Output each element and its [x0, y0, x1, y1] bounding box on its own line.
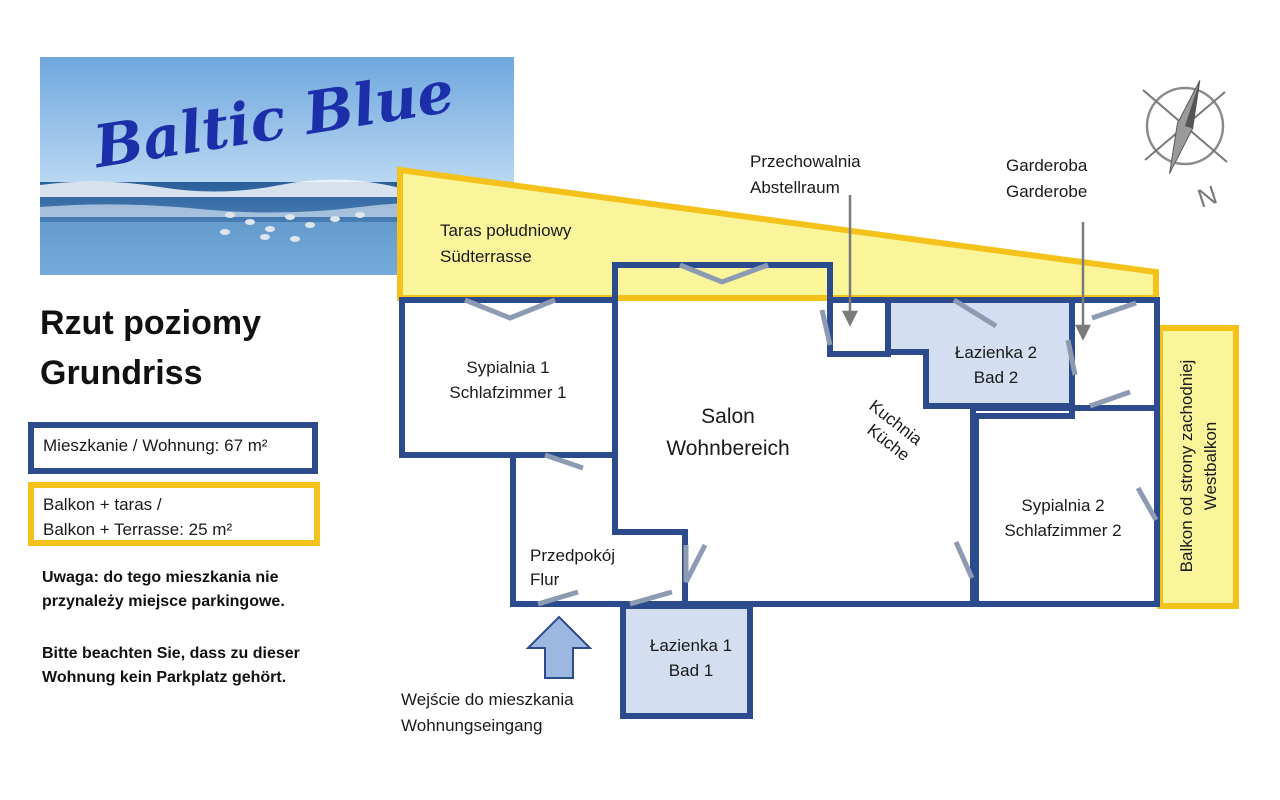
door-bathroom-2: [952, 297, 998, 329]
door-wardrobe-2: [1091, 300, 1137, 321]
storage-pointer-head: [841, 310, 859, 327]
bathroom-1-label-de: Bad 1: [669, 661, 713, 680]
bathroom-1-label-pl: Łazienka 1: [650, 636, 732, 655]
hall-label-de: Flur: [530, 570, 560, 589]
west-balcony-label-pl: Balkon od strony zachodniej: [1177, 360, 1196, 573]
door-storage: [819, 309, 833, 346]
door-entrance: [537, 589, 579, 607]
storage-label-pl: Przechowalnia: [750, 152, 861, 171]
compass-icon: [1142, 80, 1228, 174]
legend-apartment: Mieszkanie / Wohnung: 67 m²: [28, 422, 318, 474]
door-hall: [544, 452, 584, 471]
terrace-label-de: Südterrasse: [440, 247, 532, 266]
bathroom-2-fill: [890, 300, 1072, 406]
entrance-label-de: Wohnungseingang: [401, 716, 542, 735]
plan-title-pl: Rzut poziomy: [40, 304, 261, 342]
parking-note-pl-line1: Uwaga: do tego mieszkania nie: [42, 569, 279, 586]
wall-outer: [612, 262, 1160, 607]
bedroom-1-label-pl: Sypialnia 1: [466, 358, 549, 377]
plan-title-de: Grundriss: [40, 354, 203, 392]
door-terrace-1: [679, 262, 769, 285]
bedroom-2-label-de: Schlafzimmer 2: [1004, 521, 1121, 540]
wardrobe-pointer-head: [1074, 324, 1092, 341]
door-wardrobe-3: [1089, 389, 1131, 409]
terrace-label-pl: Taras południowy: [440, 221, 572, 240]
parking-note-pl-line2: przynależy miejsce parkingowe.: [42, 593, 285, 610]
parking-note-de: Bitte beachten Sie, dass zu dieser Wohnu…: [42, 642, 300, 690]
wall-bathroom-2: [885, 300, 1075, 409]
bedroom-1-label-de: Schlafzimmer 1: [449, 383, 566, 402]
wardrobe-label-de: Garderobe: [1006, 182, 1087, 201]
west-balcony: [1157, 325, 1239, 609]
bathroom-2-label-de: Bad 2: [974, 368, 1018, 387]
wall-storage: [827, 300, 891, 357]
bedroom-2-label-pl: Sypialnia 2: [1021, 496, 1104, 515]
entrance-arrow-icon: [525, 615, 593, 679]
west-balcony-label-de: Westbalkon: [1201, 422, 1220, 511]
compass-north-label: N: [1194, 179, 1221, 213]
salon-label-pl: Salon: [701, 405, 755, 428]
door-bedroom-2: [953, 540, 975, 580]
entrance-label-pl: Wejście do mieszkania: [401, 690, 574, 709]
salon-label-de: Wohnbereich: [666, 437, 789, 460]
door-bedroom-2b: [1135, 486, 1159, 522]
hall-label-pl: Przedpokój: [530, 546, 615, 565]
wardrobe-label-pl: Garderoba: [1006, 156, 1088, 175]
storage-label-de: Abstellraum: [750, 178, 840, 197]
wall-bedroom-1: [399, 297, 618, 458]
bathroom-1-fill: [623, 606, 750, 716]
legend-balcony: Balkon + taras / Balkon + Terrasse: 25 m…: [28, 482, 320, 546]
parking-note-pl: Uwaga: do tego mieszkania nie przynależy…: [42, 566, 285, 614]
bathroom-2-label-pl: Łazienka 2: [955, 343, 1037, 362]
door-wardrobe-1: [1065, 339, 1078, 376]
parking-note-de-line2: Wohnung kein Parkplatz gehört.: [42, 669, 287, 686]
legend-apartment-text: Mieszkanie / Wohnung: 67 m²: [43, 436, 268, 455]
legend-balcony-line2: Balkon + Terrasse: 25 m²: [43, 520, 233, 539]
door-bathroom-1: [629, 589, 673, 607]
parking-note-de-line1: Bitte beachten Sie, dass zu dieser: [42, 645, 300, 662]
door-bedroom-1: [464, 297, 556, 321]
wall-bathroom-1: [620, 603, 753, 719]
door-salon: [683, 543, 708, 584]
legend-balcony-line1: Balkon + taras /: [43, 495, 162, 514]
